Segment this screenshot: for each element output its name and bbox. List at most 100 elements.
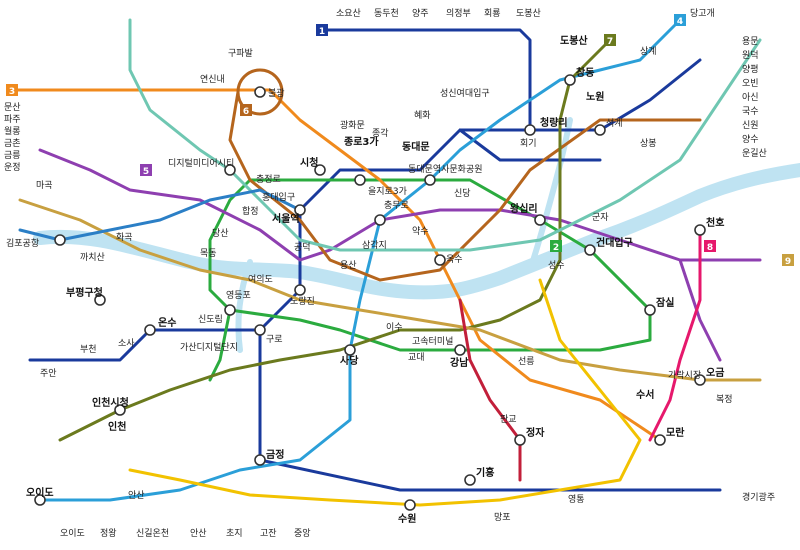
bottom-station-row: 오이도 정왕 신길온천 안산 초지 고잔 중앙: [60, 527, 311, 539]
station-guro[interactable]: [254, 324, 266, 336]
badge-line-3: [6, 84, 18, 96]
label-guro: 구로: [266, 334, 283, 345]
left-label-4: 금릉: [4, 150, 21, 161]
label-city-hall: 시청: [300, 156, 318, 169]
label-bucheon: 부천: [80, 344, 97, 355]
left-label-1: 파주: [4, 114, 21, 125]
label-sangbong: 상봉: [640, 138, 657, 149]
top-label-0: 소요산: [336, 8, 361, 19]
station-ddp[interactable]: [424, 174, 436, 186]
badge-line-6: [240, 104, 252, 116]
station-gangnam[interactable]: [454, 344, 466, 356]
station-suwon[interactable]: [404, 499, 416, 511]
badge-line-7: [604, 34, 616, 46]
station-giheung[interactable]: [464, 474, 476, 486]
label-samgakji: 삼각지: [362, 239, 387, 251]
sinbundang-route: [458, 298, 522, 482]
label-jongno3ga: 종로3가: [344, 135, 379, 148]
label-nowon: 노원: [586, 90, 604, 103]
right-label-4: 아신: [742, 92, 759, 103]
label-ogeum: 오금: [706, 367, 724, 379]
station-onsu[interactable]: [144, 324, 156, 336]
line-2-route: [208, 178, 652, 382]
right-label-2: 양평: [742, 64, 759, 75]
badge-line-1-text: 1: [319, 27, 325, 37]
top-label-2: 양주: [412, 8, 429, 19]
label-gangnam: 강남: [450, 356, 469, 369]
label-jeongja: 정자: [526, 426, 545, 439]
label-hwagok: 화곡: [116, 232, 133, 243]
station-oksu[interactable]: [434, 254, 446, 266]
label-konkuk: 건대입구: [596, 236, 633, 249]
label-dobongsan: 도봉산: [560, 34, 588, 47]
label-geumjeong: 금정: [266, 448, 284, 461]
label-gwangju: 경기광주: [742, 491, 775, 503]
line-9-route: [18, 198, 762, 382]
label-kkachisan: 까치산: [80, 251, 105, 263]
right-station-column: 용문 원덕 양평 오빈 아신 국수 신원 양수 운길산: [742, 36, 767, 159]
label-yeongdeungpo: 영등포: [226, 290, 251, 301]
label-gwanghwamun: 광화문: [340, 119, 365, 131]
station-labels: 시청 종로3가 동대문 동대문역사문화공원 을지로3가 충무로 서울역 삼각지 …: [6, 8, 775, 525]
station-jeongja[interactable]: [514, 434, 526, 446]
label-gunja: 군자: [592, 212, 609, 223]
label-yeouido: 여의도: [248, 273, 273, 285]
station-dmc[interactable]: [224, 164, 236, 176]
label-dongdaemun: 동대문: [402, 140, 430, 153]
label-incheon: 인천: [108, 420, 126, 433]
station-bulgwang[interactable]: [254, 86, 266, 98]
station-incheon-cityhall[interactable]: [114, 404, 126, 416]
label-dangsan: 당산: [212, 228, 229, 239]
station-ogeum[interactable]: [694, 374, 706, 386]
label-yongsan: 용산: [340, 260, 357, 271]
station-hoegi[interactable]: [524, 124, 536, 136]
label-onsu: 온수: [158, 317, 176, 329]
bottom-label-1: 정왕: [100, 528, 117, 539]
line-6-route: [228, 68, 702, 282]
badge-line-2: [550, 240, 562, 252]
label-express-bus: 고속터미널: [412, 336, 453, 347]
station-jongno3ga[interactable]: [354, 174, 366, 186]
station-wangsimni[interactable]: [534, 214, 546, 226]
station-gimpo[interactable]: [54, 234, 66, 246]
label-bupyeong: 부평구청: [66, 286, 103, 299]
top-station-row: 소요산 동두천 양주 의정부 회룡 도봉산: [336, 8, 541, 19]
station-samgakji[interactable]: [374, 214, 386, 226]
label-gimpo: 김포공항: [6, 237, 39, 249]
label-yeongtong: 영통: [568, 494, 585, 505]
bottom-label-4: 초지: [226, 528, 243, 539]
station-city-hall[interactable]: [314, 164, 326, 176]
label-chungmuro: 충무로: [384, 200, 409, 211]
label-giheung: 기흥: [476, 466, 494, 479]
bottom-label-6: 중앙: [294, 527, 311, 539]
label-seolleung: 선릉: [518, 356, 535, 367]
station-geumjeong[interactable]: [254, 454, 266, 466]
bottom-label-3: 안산: [190, 528, 207, 539]
station-seokgye[interactable]: [594, 124, 606, 136]
station-bupyeong[interactable]: [94, 294, 106, 306]
top-label-3: 의정부: [446, 8, 471, 19]
station-moran[interactable]: [654, 434, 666, 446]
left-label-2: 월롱: [4, 125, 21, 137]
left-label-0: 문산: [4, 102, 21, 113]
line-8-route: [648, 228, 702, 442]
line-7-route: [58, 38, 612, 442]
left-label-5: 운정: [4, 162, 21, 173]
label-pangyo: 판교: [500, 414, 517, 425]
station-sindorim[interactable]: [224, 304, 236, 316]
top-label-4: 회룡: [484, 8, 501, 19]
station-seoul[interactable]: [294, 204, 306, 216]
label-noryangjin: 노량진: [290, 295, 315, 307]
station-konkuk[interactable]: [584, 244, 596, 256]
station-noryangjin[interactable]: [294, 284, 306, 296]
station-cheonho[interactable]: [694, 224, 706, 236]
station-jamsil[interactable]: [644, 304, 656, 316]
label-sosa: 소사: [118, 338, 135, 349]
right-label-0: 용문: [742, 36, 759, 47]
label-yaksu: 약수: [412, 225, 429, 237]
station-changdong[interactable]: [564, 74, 576, 86]
station-oido[interactable]: [34, 494, 46, 506]
station-sadang[interactable]: [344, 344, 356, 356]
label-dmc: 디지털미디어시티: [168, 157, 234, 169]
